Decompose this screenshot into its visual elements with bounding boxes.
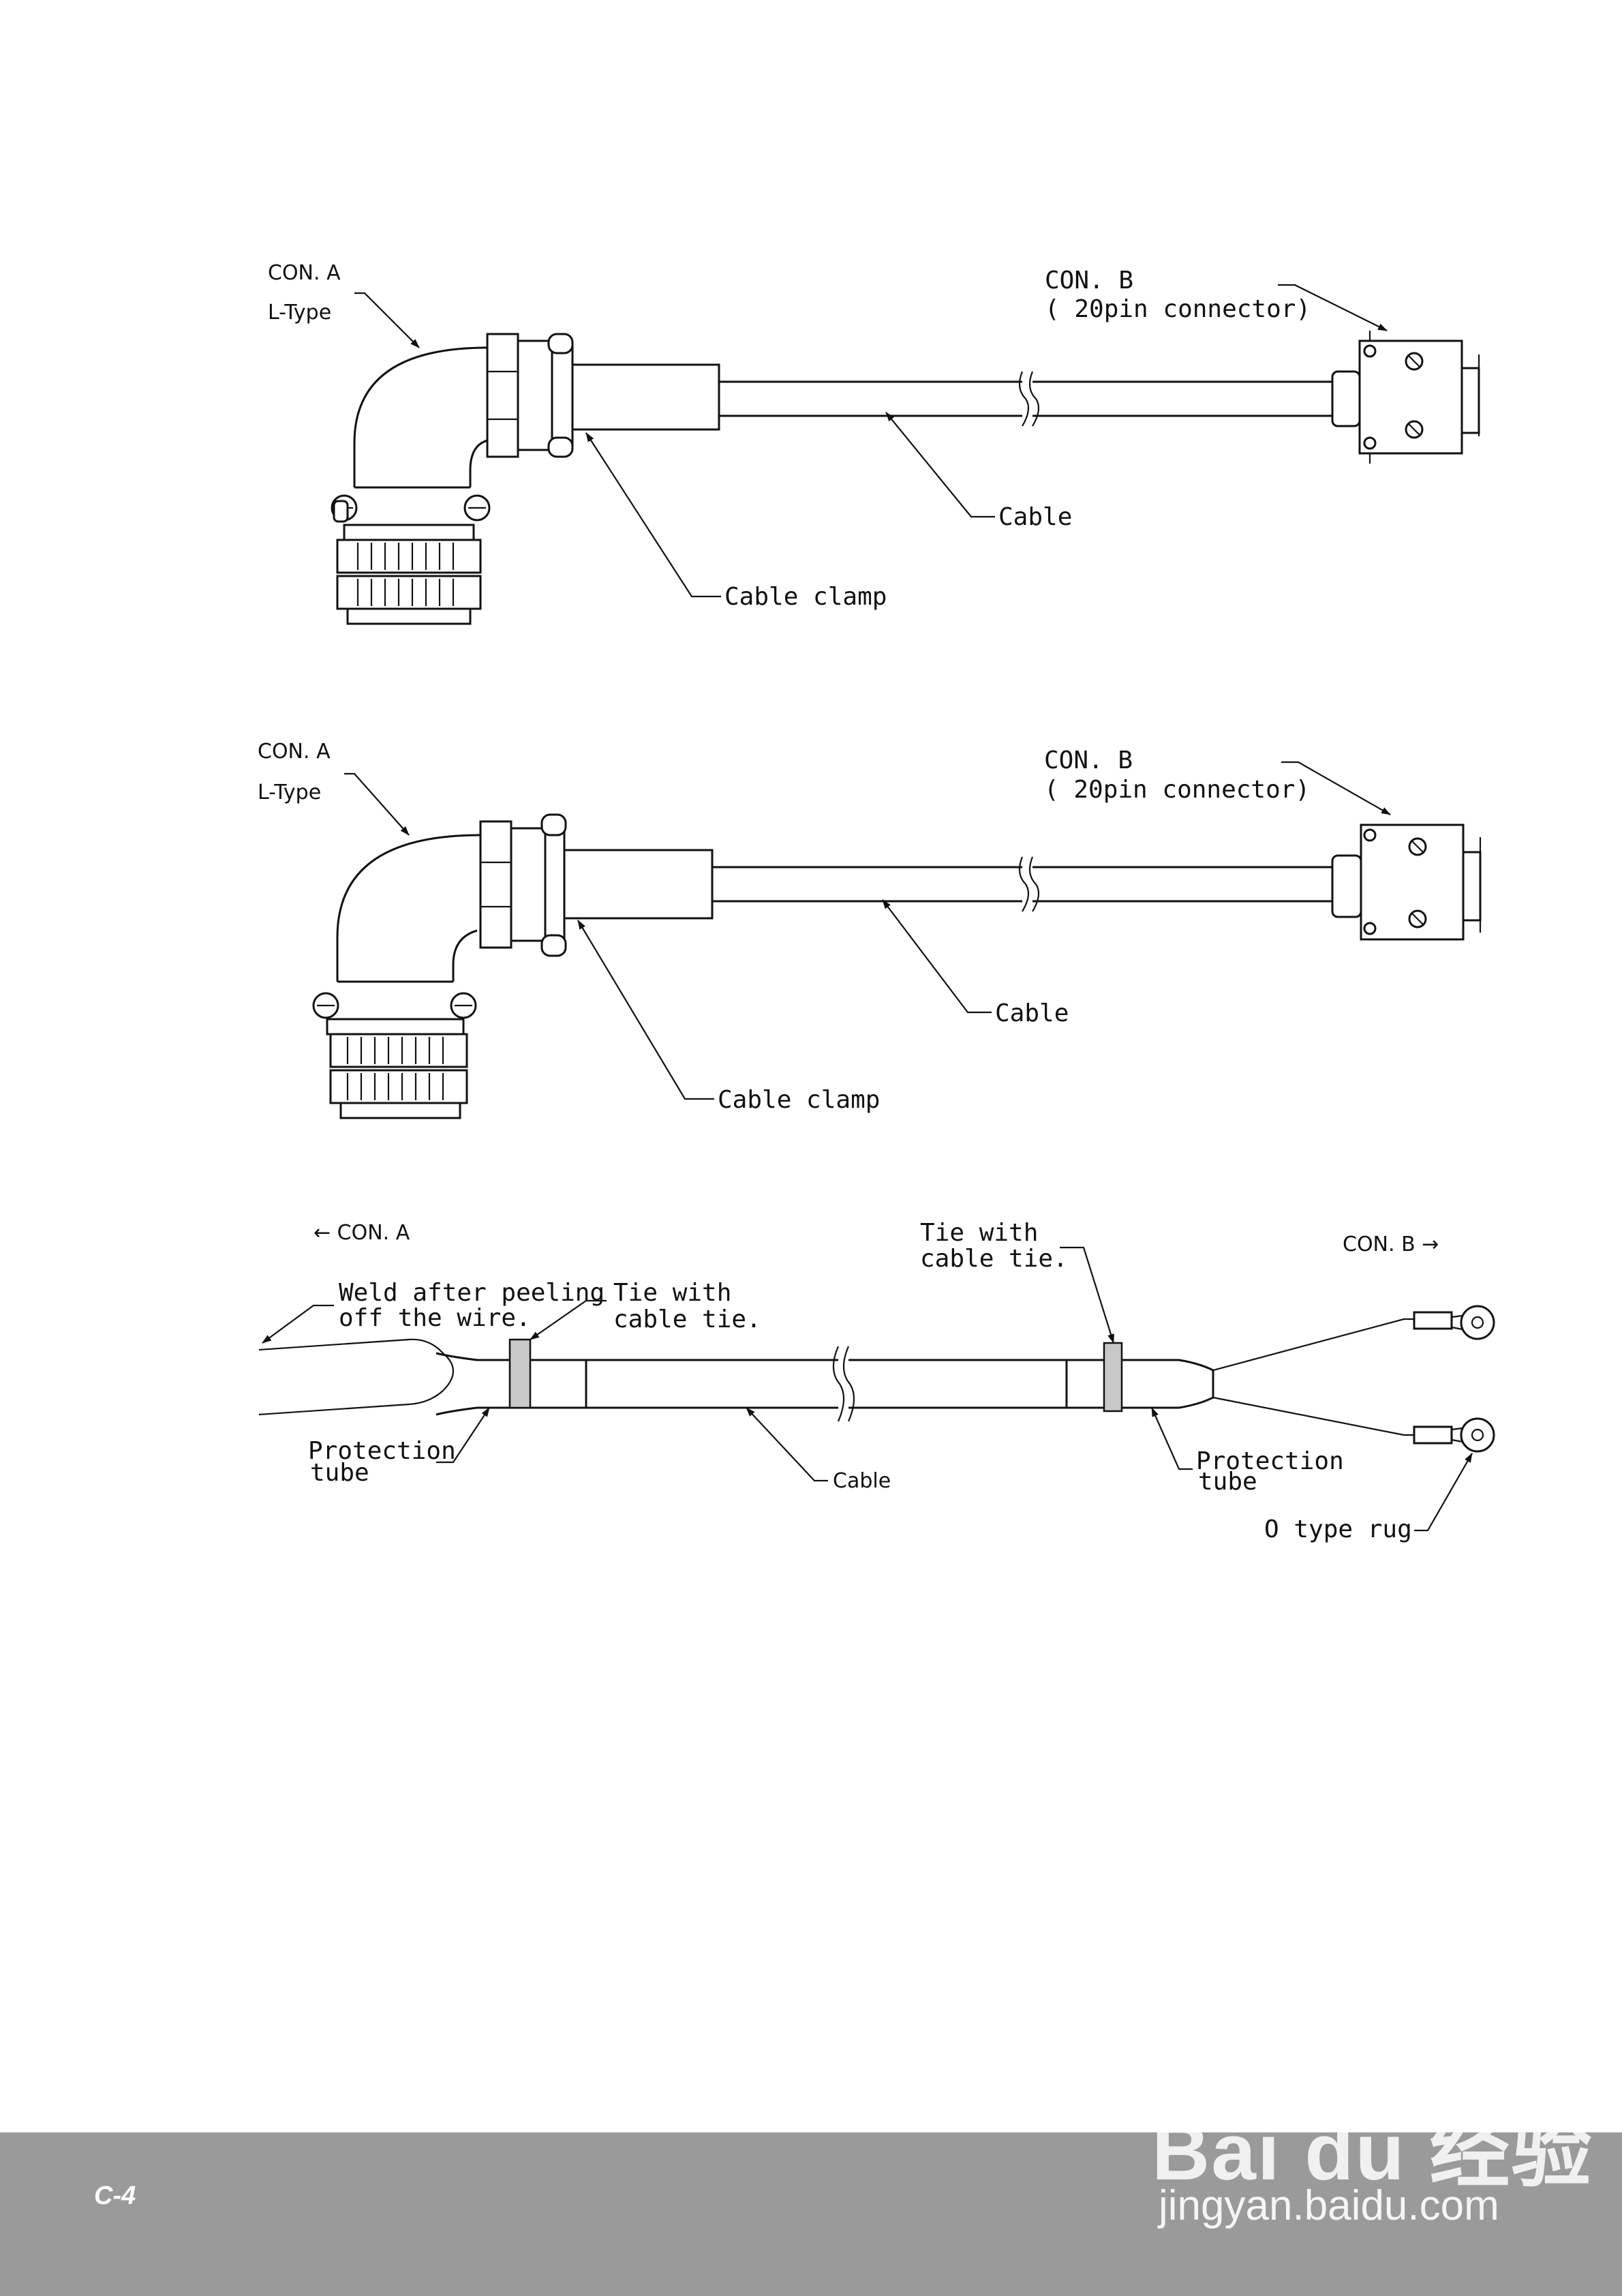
cable-body (719, 371, 1332, 427)
tie-left-line2: cable tie. (613, 1305, 761, 1333)
weld-label-line1: Weld after peeling (339, 1279, 605, 1307)
right-wires (1212, 1311, 1453, 1445)
left-protection-tube (435, 1338, 587, 1416)
tie-right-line2: cable tie. (920, 1245, 1068, 1273)
page-footer-band (0, 2132, 1622, 2296)
cable-clamp (547, 333, 720, 458)
coupling-knurl (356, 543, 455, 606)
prot-right-line2: tube (1198, 1468, 1257, 1496)
con-b-label: CON. B (1044, 746, 1133, 774)
con-b-ref-label: CON. B → (1343, 1233, 1439, 1256)
connector-b-20pin (1331, 331, 1480, 464)
baidu-watermark-logo: Bai du 经验 (1152, 2107, 1593, 2197)
cable-body (586, 1346, 1067, 1422)
page-number: C-4 (94, 2181, 136, 2210)
o-type-lug-bottom (1451, 1417, 1495, 1453)
tie-right-line1: Tie with (920, 1219, 1038, 1247)
right-protection-tube (1065, 1342, 1214, 1413)
diagram-1-encoder-cable: CON. A L-Type CON. B ( 20pin connector) … (268, 261, 1480, 625)
l-type-connector-a (312, 820, 547, 1119)
weld-label-line2: off the wire. (339, 1304, 531, 1332)
con-a-ref-label: ← CON. A (313, 1221, 410, 1245)
cable-label: Cable (998, 503, 1072, 531)
con-a-label: CON. A (268, 261, 341, 285)
left-cable-tie (508, 1338, 532, 1409)
con-b-desc-label: ( 20pin connector) (1044, 776, 1310, 804)
cable-body (712, 856, 1332, 912)
left-wire-ends (258, 1338, 454, 1416)
con-b-label: CON. B (1045, 267, 1133, 294)
cable-label: Cable (995, 999, 1069, 1027)
tie-left-line1: Tie with (613, 1279, 731, 1307)
l-type-connector-a (331, 333, 553, 625)
diagram-3-power-cable: ← CON. A CON. B → Weld after peeling off… (258, 1219, 1495, 1543)
connector-b-20pin (1331, 824, 1482, 941)
prot-left-line1: Protection (308, 1437, 456, 1465)
con-b-desc-label: ( 20pin connector) (1045, 295, 1311, 323)
o-type-label: O type rug (1264, 1515, 1412, 1543)
right-cable-tie (1103, 1342, 1123, 1413)
cable-clamp-label: Cable clamp (718, 1086, 880, 1114)
prot-left-line2: tube (310, 1459, 369, 1487)
con-a-label: CON. A (258, 740, 331, 764)
con-a-type-label: L-Type (268, 301, 331, 324)
con-a-type-label: L-Type (258, 781, 321, 804)
cable-clamp-label: Cable clamp (724, 583, 887, 611)
o-type-lug-top (1451, 1305, 1495, 1340)
diagram-2-encoder-cable: CON. A L-Type CON. B ( 20pin connector) … (258, 740, 1482, 1119)
cable-label: Cable (833, 1469, 891, 1493)
prot-right-line1: Protection (1196, 1447, 1344, 1475)
baidu-watermark-url: jingyan.baidu.com (1159, 2182, 1499, 2229)
coupling-knurl (346, 1037, 444, 1100)
cable-clamp (540, 813, 714, 957)
